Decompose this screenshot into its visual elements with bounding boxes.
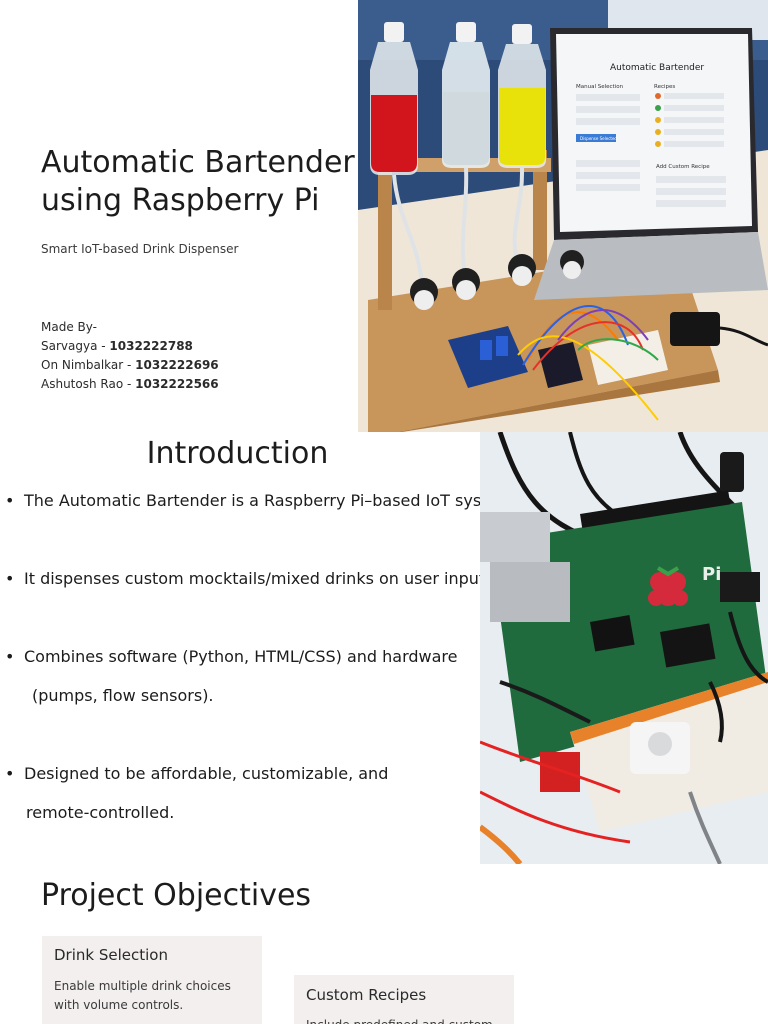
card-description: Enable multiple drink choices with volum… (54, 979, 231, 1012)
bullet-dot: • (5, 764, 15, 783)
pump (560, 250, 584, 279)
raspberry-logo-icon (648, 566, 688, 606)
member-row: On Nimbalkar - 1032222696 (41, 358, 219, 372)
slide-subtitle: Smart IoT-based Drink Dispenser (41, 242, 239, 256)
member-id: 1032222788 (109, 339, 193, 353)
gpio-header (580, 490, 731, 528)
introduction-heading: Introduction (146, 436, 329, 471)
team-credits: Made By- Sarvagya - 1032222788 On Nimbal… (41, 318, 219, 394)
title-line-1: Automatic Bartender (41, 145, 355, 180)
svg-text:Add Custom Recipe: Add Custom Recipe (656, 164, 710, 170)
objective-card: Custom Recipes Include predefined and cu… (294, 975, 514, 1024)
objective-card: Drink Selection Enable multiple drink ch… (42, 936, 262, 1024)
slide-title: Automatic Bartender using Raspberry Pi (41, 144, 371, 220)
laptop-keyboard (534, 232, 768, 300)
made-by-label: Made By- (41, 320, 97, 334)
bottle-yellow (498, 24, 546, 168)
bottle-red (370, 22, 418, 175)
svg-text:Manual Selection: Manual Selection (576, 84, 624, 90)
power-adapter (670, 312, 720, 346)
member-row: Ashutosh Rao - 1032222566 (41, 377, 219, 391)
card-description: Include predefined and custom (306, 1016, 502, 1024)
bartender-setup-photo: Automatic Bartender Manual Selection Rec… (358, 0, 768, 432)
pump (452, 268, 480, 300)
bullet-dot: • (5, 569, 15, 588)
objectives-heading: Project Objectives (41, 878, 312, 913)
bullet-continuation: remote-controlled. (26, 803, 175, 822)
card-title: Custom Recipes (306, 986, 427, 1004)
screen-title: Automatic Bartender (610, 63, 704, 73)
dispense-button-screen (576, 134, 616, 142)
bottle-clear (442, 22, 490, 168)
pump (508, 254, 536, 286)
svg-text:Recipes: Recipes (654, 84, 675, 90)
board-label: Pi (702, 564, 721, 585)
breadboard (588, 330, 668, 385)
title-line-2: using Raspberry Pi (41, 183, 320, 218)
card-title: Drink Selection (54, 946, 168, 964)
svg-text:Dispense Selected: Dispense Selected (580, 136, 617, 141)
bullet-continuation: (pumps, flow sensors). (32, 686, 214, 705)
bullet-dot: • (5, 647, 15, 666)
red-connector (540, 752, 580, 792)
bullet-dot: • (5, 491, 15, 510)
member-id: 1032222566 (135, 377, 219, 391)
controller-board (538, 342, 583, 388)
raspberry-pi-photo: Pi (480, 432, 768, 864)
pump (410, 278, 438, 310)
member-id: 1032222696 (135, 358, 219, 372)
member-row: Sarvagya - 1032222788 (41, 339, 193, 353)
